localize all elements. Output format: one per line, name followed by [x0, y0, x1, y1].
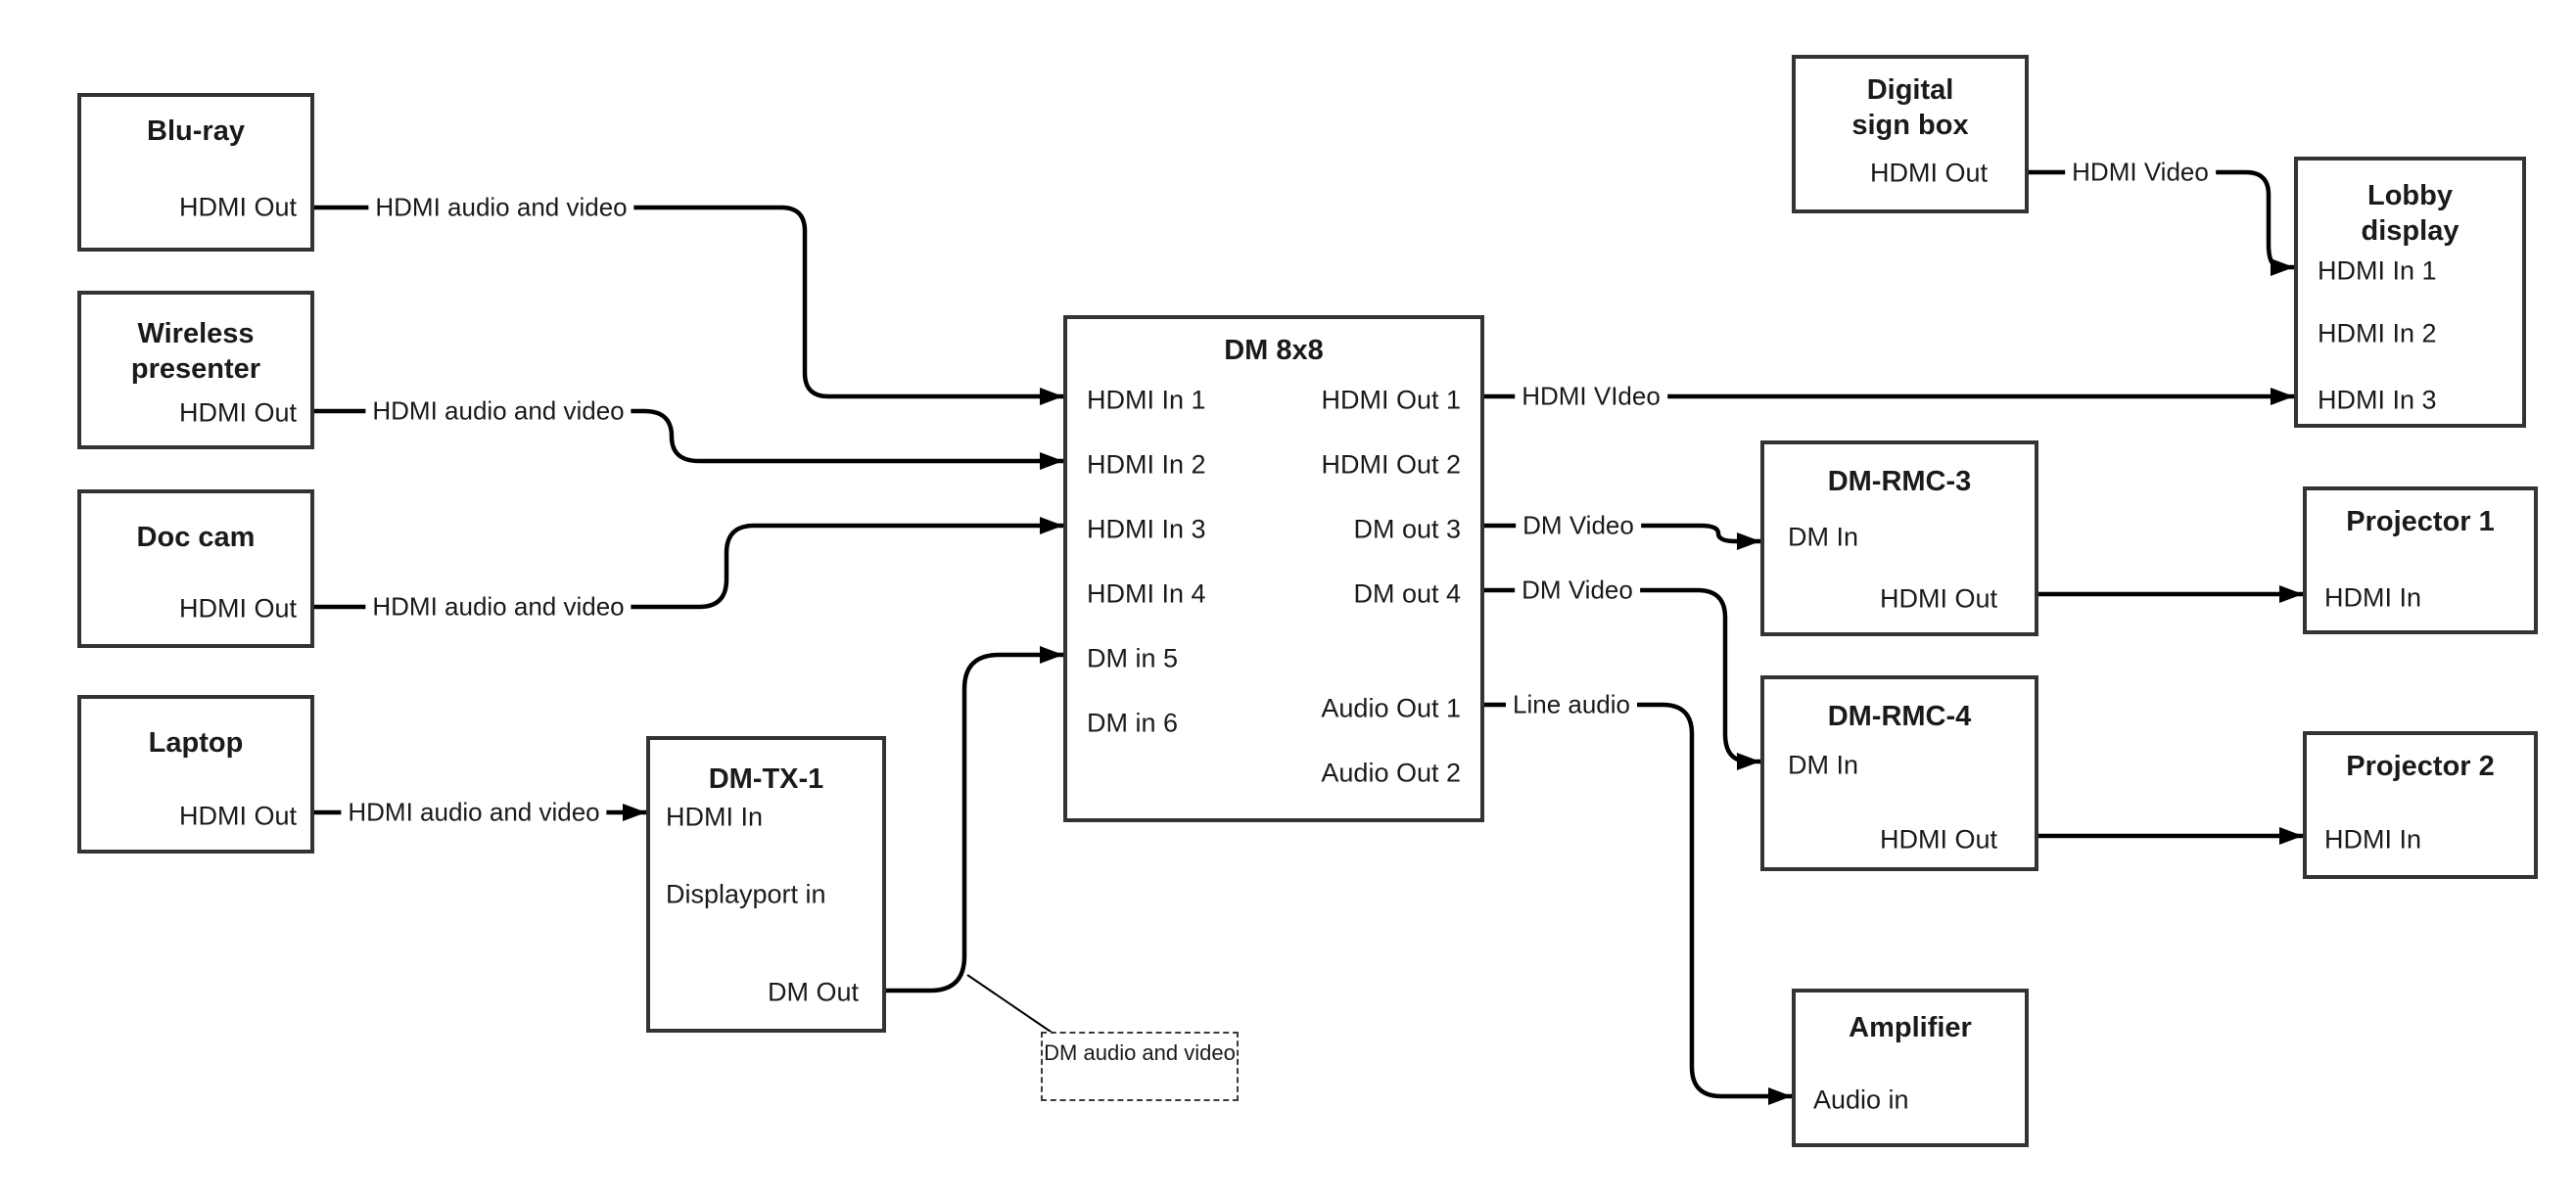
device-box-doc-cam: Doc cam HDMI Out — [77, 489, 314, 648]
connector-doccam-to-dm8x8-in3 — [314, 517, 1063, 610]
port-dm-in: DM In — [1788, 750, 1859, 780]
connector-label-laptop: HDMI audio and video — [341, 797, 607, 828]
port-hdmi-out: HDMI Out — [178, 192, 297, 222]
port-hdmi-in: HDMI In — [2324, 582, 2422, 613]
device-box-wireless-presenter: Wireless presenter HDMI Out — [77, 291, 314, 449]
port-dm-in: DM In — [1788, 522, 1859, 552]
box-title: DM-RMC-3 — [1827, 466, 1972, 497]
device-box-lobby-display: Lobby display HDMI In 1 HDMI In 2 HDMI I… — [2294, 157, 2526, 428]
device-box-dm-8x8: DM 8x8 HDMI In 1 HDMI In 2 HDMI In 3 HDM… — [1063, 315, 1484, 822]
port-hdmi-out: HDMI Out — [1869, 158, 1988, 188]
port-hdmi-in-3: HDMI In 3 — [2318, 385, 2437, 415]
port-hdmi-out: HDMI Out — [178, 801, 297, 831]
device-box-projector-1: Projector 1 HDMI In — [2303, 486, 2538, 634]
port-dm-in-6: DM in 6 — [1087, 708, 1179, 738]
port-hdmi-in-4: HDMI In 4 — [1087, 578, 1206, 609]
device-box-digital-sign: Digital sign box HDMI Out — [1792, 55, 2029, 213]
connector-label-wireless: HDMI audio and video — [365, 395, 632, 427]
connector-label-dm-video-out3: DM Video — [1516, 510, 1641, 541]
box-title: DM-TX-1 — [708, 763, 824, 795]
port-hdmi-out: HDMI Out — [1879, 583, 1997, 614]
device-box-dm-tx-1: DM-TX-1 HDMI In Displayport in DM Out — [646, 736, 886, 1033]
port-hdmi-in-1: HDMI In 1 — [2318, 255, 2437, 286]
port-hdmi-in: HDMI In — [2324, 824, 2422, 855]
note-pointer-line — [966, 974, 1054, 1035]
connector-dmtx1-to-dm8x8-in5 — [886, 646, 1063, 993]
port-hdmi-out: HDMI Out — [178, 593, 297, 624]
connector-wireless-to-dm8x8-in2 — [314, 408, 1063, 470]
connector-sign-to-lobby-in1 — [2029, 169, 2294, 276]
box-title: Laptop — [148, 727, 244, 759]
connector-label-hdmi-video-out1: HDMI VIdeo — [1515, 381, 1667, 412]
box-title: Projector 2 — [2346, 751, 2495, 782]
connector-bluray-to-dm8x8-in1 — [314, 205, 1063, 405]
box-title: DM-RMC-4 — [1827, 701, 1972, 732]
port-hdmi-out-2: HDMI Out 2 — [1321, 449, 1461, 480]
connector-dm8x8-out4-to-rmc4 — [1484, 587, 1760, 770]
connector-label-line-audio: Line audio — [1506, 689, 1637, 720]
device-box-amplifier: Amplifier Audio in — [1792, 989, 2029, 1147]
device-box-projector-2: Projector 2 HDMI In — [2303, 731, 2538, 879]
port-hdmi-out: HDMI Out — [178, 397, 297, 428]
box-title: Wireless presenter — [130, 318, 261, 385]
device-box-bluray: Blu-ray HDMI Out — [77, 93, 314, 252]
connector-dm8x8-audio1-to-amp — [1484, 702, 1792, 1105]
port-hdmi-in: HDMI In — [666, 802, 764, 832]
connector-label-dm-video-out4: DM Video — [1515, 575, 1640, 606]
port-hdmi-out-1: HDMI Out 1 — [1321, 385, 1461, 415]
port-dm-out-4: DM out 4 — [1353, 578, 1461, 609]
device-box-laptop: Laptop HDMI Out — [77, 695, 314, 854]
box-title: Blu-ray — [147, 115, 245, 147]
port-hdmi-in-3: HDMI In 3 — [1087, 514, 1206, 544]
device-box-dm-rmc-3: DM-RMC-3 DM In HDMI Out — [1760, 440, 2038, 636]
port-hdmi-out: HDMI Out — [1879, 824, 1997, 855]
port-hdmi-in-1: HDMI In 1 — [1087, 385, 1206, 415]
box-title: Digital sign box — [1851, 74, 1969, 141]
box-title: DM 8x8 — [1224, 335, 1324, 366]
connector-dm8x8-out3-to-rmc3 — [1484, 523, 1760, 550]
port-audio-out-2: Audio Out 2 — [1321, 758, 1461, 788]
connector-label-sign-hdmi-video: HDMI Video — [2065, 157, 2216, 188]
port-dm-out: DM Out — [767, 977, 859, 1007]
port-dm-out-3: DM out 3 — [1353, 514, 1461, 544]
note-dm-audio-video: DM audio and video — [1041, 1032, 1239, 1101]
connector-label-doccam: HDMI audio and video — [365, 591, 632, 623]
connector-label-bluray: HDMI audio and video — [368, 192, 634, 223]
port-hdmi-in-2: HDMI In 2 — [2318, 318, 2437, 348]
note-text: DM audio and video — [1044, 1040, 1236, 1065]
port-audio-in: Audio in — [1813, 1085, 1909, 1115]
port-displayport-in: Displayport in — [666, 879, 826, 909]
port-hdmi-in-2: HDMI In 2 — [1087, 449, 1206, 480]
device-box-dm-rmc-4: DM-RMC-4 DM In HDMI Out — [1760, 675, 2038, 871]
box-title: Lobby display — [2361, 180, 2459, 247]
box-title: Amplifier — [1849, 1012, 1972, 1043]
box-title: Doc cam — [136, 522, 256, 553]
box-title: Projector 1 — [2346, 506, 2495, 537]
port-audio-out-1: Audio Out 1 — [1321, 693, 1461, 723]
port-dm-in-5: DM in 5 — [1087, 643, 1179, 673]
